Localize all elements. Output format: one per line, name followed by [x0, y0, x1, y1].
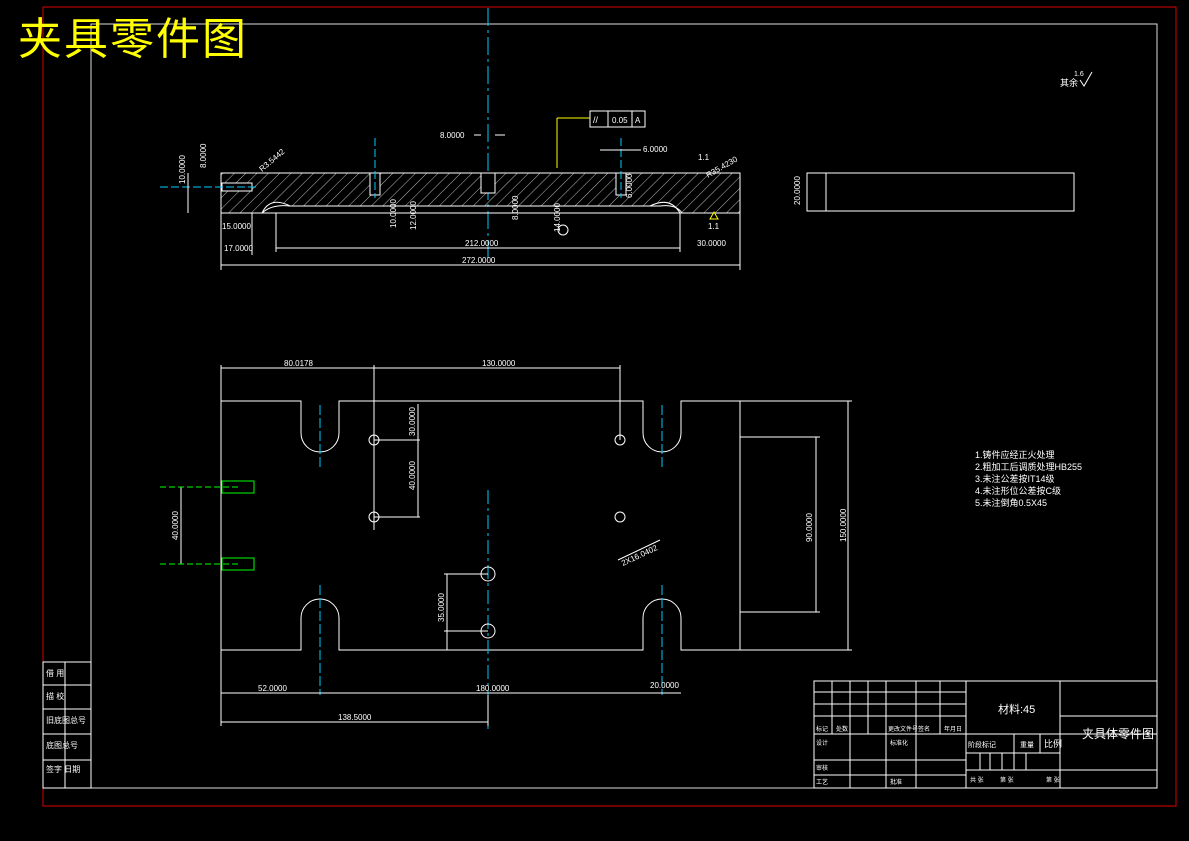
- svg-text:1.铸件应经正火处理: 1.铸件应经正火处理: [975, 449, 1055, 460]
- svg-text:年月日: 年月日: [944, 725, 962, 733]
- svg-text:工艺: 工艺: [816, 778, 828, 786]
- outer-border: [42, 6, 1177, 807]
- svg-text:描 校: 描 校: [46, 691, 64, 701]
- svg-text:17.0000: 17.0000: [224, 244, 253, 253]
- svg-text:借 用: 借 用: [46, 668, 64, 678]
- svg-text:第 张: 第 张: [1000, 776, 1014, 784]
- svg-text:更改文件号: 更改文件号: [888, 725, 918, 733]
- svg-text:设计: 设计: [816, 739, 828, 747]
- section-view: // 0.05 A 272.0000 212.0000 30.0000 15.0…: [160, 8, 741, 270]
- surface-finish-mark: 其余 1.6: [1060, 71, 1093, 88]
- svg-text:A: A: [635, 116, 641, 125]
- svg-text:2.粗加工后调质处理HB255: 2.粗加工后调质处理HB255: [975, 461, 1082, 472]
- inner-border: [90, 23, 1158, 789]
- svg-text:3.未注公差按IT14级: 3.未注公差按IT14级: [975, 473, 1055, 484]
- svg-text:阶段标记: 阶段标记: [968, 740, 996, 749]
- plan-view: 80.0178 130.0000 30.0000 40.0000 40.0000…: [160, 359, 852, 730]
- svg-text:5.未注倒角0.5X45: 5.未注倒角0.5X45: [975, 497, 1047, 508]
- svg-text:138.5000: 138.5000: [338, 713, 372, 722]
- svg-text:40.0000: 40.0000: [408, 461, 417, 490]
- svg-text:80.0178: 80.0178: [284, 359, 313, 368]
- svg-text:30.0000: 30.0000: [408, 407, 417, 436]
- svg-text:150.0000: 150.0000: [839, 508, 848, 542]
- svg-text:52.0000: 52.0000: [258, 684, 287, 693]
- svg-text:20.0000: 20.0000: [650, 681, 679, 690]
- svg-text:1.1: 1.1: [698, 153, 710, 162]
- side-view: 20.0000: [793, 172, 1075, 212]
- svg-text:旧底图总号: 旧底图总号: [46, 715, 86, 725]
- svg-text:签字 日期: 签字 日期: [46, 764, 80, 774]
- svg-text:底图总号: 底图总号: [46, 740, 78, 750]
- svg-text:35.0000: 35.0000: [437, 593, 446, 622]
- svg-text:8.0000: 8.0000: [199, 143, 208, 168]
- svg-text:4.未注形位公差按C级: 4.未注形位公差按C级: [975, 485, 1061, 496]
- svg-text:签名: 签名: [918, 725, 930, 733]
- svg-text:12.0000: 12.0000: [409, 201, 418, 230]
- svg-text:1.6: 1.6: [1074, 71, 1084, 78]
- svg-text:15.0000: 15.0000: [222, 222, 251, 231]
- svg-text:比例: 比例: [1044, 738, 1062, 749]
- svg-text:材料:45: 材料:45: [998, 702, 1035, 716]
- svg-text:6.0000: 6.0000: [625, 173, 634, 198]
- svg-text:处数: 处数: [836, 725, 848, 733]
- svg-text:30.0000: 30.0000: [697, 239, 726, 248]
- svg-text:共 张: 共 张: [970, 776, 984, 784]
- title-block: 材料:45 夹具体零件图 阶段标记 重量 比例 标记 处数 更改文件号 签名 年…: [813, 680, 1158, 789]
- svg-text:1.1: 1.1: [708, 222, 720, 231]
- svg-text:20.0000: 20.0000: [793, 176, 802, 205]
- svg-text:10.0000: 10.0000: [178, 155, 187, 184]
- svg-text://: //: [593, 115, 599, 125]
- svg-text:其余: 其余: [1060, 77, 1078, 88]
- svg-text:批准: 批准: [890, 778, 902, 786]
- svg-text:审核: 审核: [816, 764, 828, 772]
- page-title: 夹具零件图: [18, 14, 248, 65]
- svg-text:272.0000: 272.0000: [462, 256, 496, 265]
- svg-text:第 张: 第 张: [1046, 776, 1060, 784]
- svg-text:标准化: 标准化: [890, 739, 908, 747]
- svg-text:2X16.0402: 2X16.0402: [620, 543, 659, 568]
- svg-text:8.0000: 8.0000: [511, 195, 520, 220]
- svg-text:14.0000: 14.0000: [553, 203, 562, 232]
- technical-notes: 1.铸件应经正火处理 2.粗加工后调质处理HB255 3.未注公差按IT14级 …: [975, 449, 1082, 508]
- svg-text:重量: 重量: [1020, 741, 1034, 749]
- svg-text:夹具体零件图: 夹具体零件图: [1082, 727, 1154, 741]
- left-strip-table: 借 用 描 校 旧底图总号 底图总号 签字 日期: [42, 661, 92, 789]
- svg-text:180.0000: 180.0000: [476, 684, 510, 693]
- svg-text:0.05: 0.05: [612, 116, 628, 125]
- svg-text:6.0000: 6.0000: [643, 145, 668, 154]
- svg-text:8.0000: 8.0000: [440, 131, 465, 140]
- svg-text:90.0000: 90.0000: [805, 513, 814, 542]
- svg-text:212.0000: 212.0000: [465, 239, 499, 248]
- svg-text:R3.5442: R3.5442: [258, 147, 287, 174]
- svg-text:40.0000: 40.0000: [171, 511, 180, 540]
- svg-text:10.0000: 10.0000: [389, 199, 398, 228]
- svg-text:130.0000: 130.0000: [482, 359, 516, 368]
- svg-text:标记: 标记: [816, 725, 828, 733]
